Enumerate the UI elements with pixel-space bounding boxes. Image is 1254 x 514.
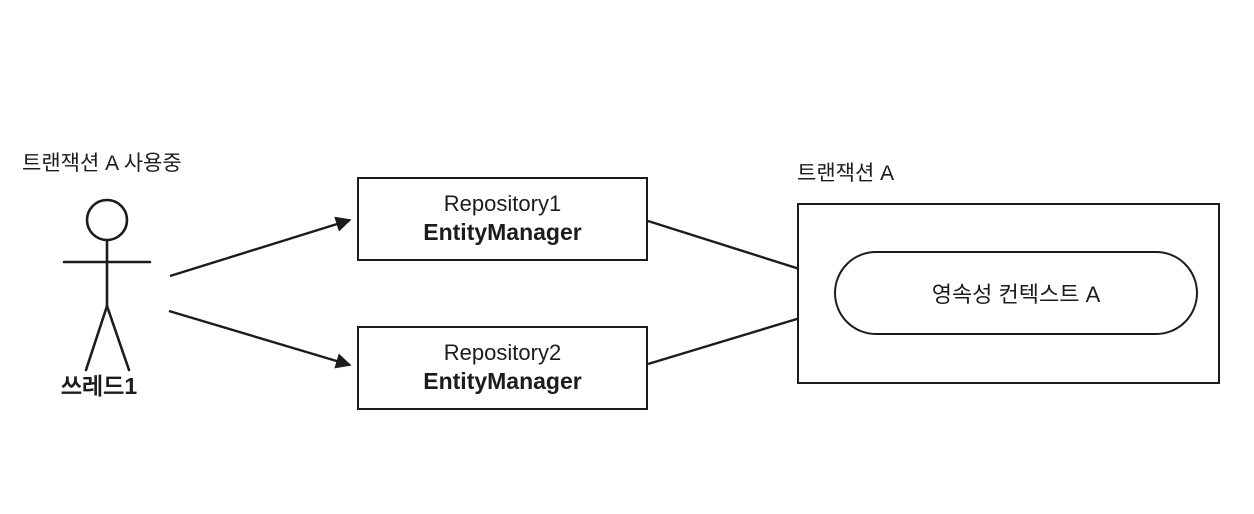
arrow-actor-to-repository1 bbox=[169, 216, 352, 278]
actor-stick-figure bbox=[62, 198, 152, 372]
repository1-box: Repository1 EntityManager bbox=[357, 177, 648, 261]
repository1-title: Repository1 bbox=[443, 191, 562, 217]
persistence-context-label: 영속성 컨텍스트 A bbox=[931, 282, 1101, 307]
actor-name-label: 쓰레드1 bbox=[60, 373, 138, 399]
repository2-subtitle: EntityManager bbox=[423, 368, 582, 395]
persistence-context-pill: 영속성 컨텍스트 A bbox=[834, 251, 1198, 335]
arrow-actor-to-repository2 bbox=[168, 309, 352, 369]
actor-left-leg bbox=[84, 304, 109, 372]
actor-right-leg bbox=[105, 304, 131, 372]
repository2-box: Repository2 EntityManager bbox=[357, 326, 648, 410]
actor-caption: 트랜잭션 A 사용중 bbox=[22, 152, 182, 175]
repository1-subtitle: EntityManager bbox=[423, 219, 582, 246]
actor-head bbox=[85, 198, 129, 242]
transaction-label: 트랜잭션 A bbox=[797, 162, 895, 185]
repository2-title: Repository2 bbox=[443, 340, 562, 366]
